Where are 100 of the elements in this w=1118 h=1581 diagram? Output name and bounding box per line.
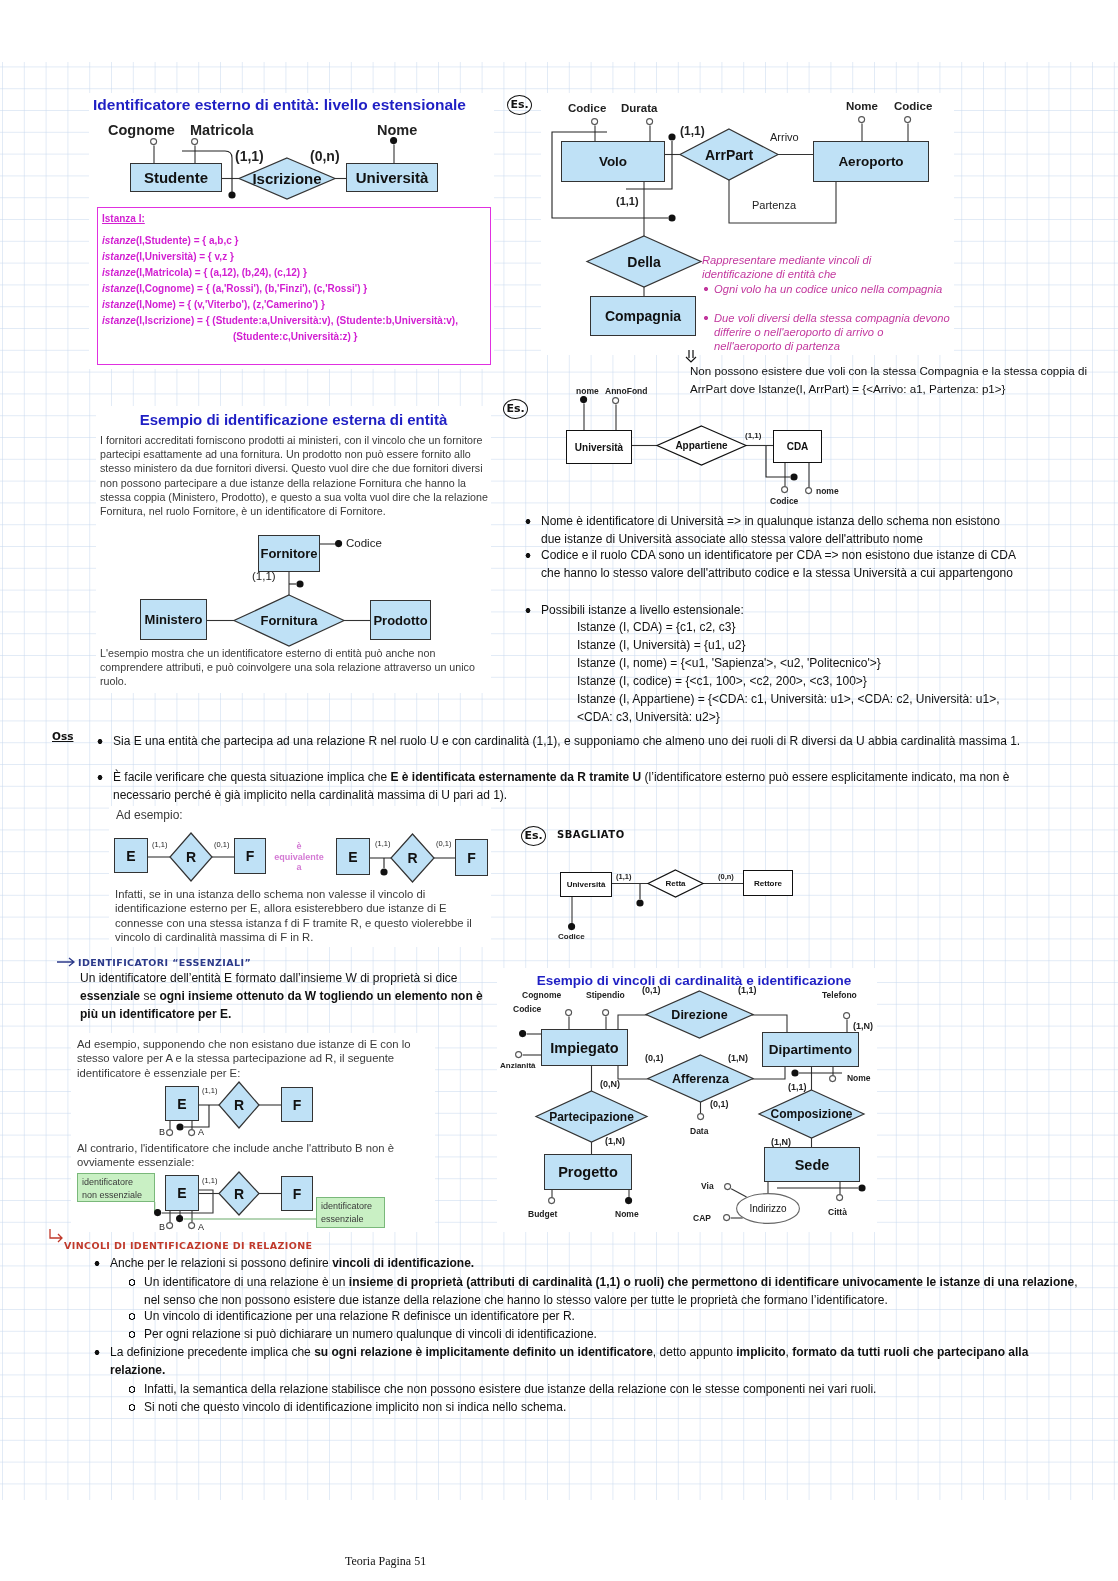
edge-label: (1,N)	[853, 1021, 873, 1031]
entity-name: Impiegato	[550, 1039, 619, 1056]
attribute-name: Stipendio	[586, 990, 625, 1000]
entity-box	[165, 1086, 199, 1121]
connector-line	[161, 1189, 214, 1214]
body-text: Istanze (I, nome) = {<u1, 'Sapienza'>, <u2, 'Politecnico'>}	[577, 655, 882, 672]
connector-line	[643, 286, 645, 297]
connector-line	[153, 145, 155, 164]
connector-line	[583, 403, 585, 431]
attribute-name: Cognome	[522, 990, 562, 1000]
slide-heading: Esempio di identificazione esterna di entità	[138, 411, 449, 429]
connector-line	[551, 1189, 553, 1198]
connector-line	[730, 1217, 744, 1219]
attribute-name: A	[198, 1127, 204, 1137]
entity-name: Dipartimento	[768, 1042, 853, 1057]
connector-line	[191, 1210, 193, 1223]
entity-name: E	[126, 847, 136, 864]
entity-box	[130, 163, 222, 192]
connector-line	[288, 571, 290, 596]
connector-line	[211, 856, 235, 858]
entity-name: Prodotto	[373, 612, 428, 628]
instance-line: istanze(I,Università) = { v,z }	[102, 250, 235, 264]
attribute-name: Nome	[615, 1209, 639, 1219]
connector-line	[258, 1104, 282, 1106]
attribute-name: A	[198, 1222, 204, 1232]
entity-box	[560, 872, 612, 897]
relationship-name: R	[185, 849, 197, 865]
instance-panel	[97, 207, 491, 365]
callout-text: identificatore essenziale	[321, 1201, 373, 1224]
attribute-name: Nome	[846, 100, 878, 112]
slide-heading: Identificatore esterno di entità: livello estensionale	[93, 96, 466, 115]
attribute-name: Codice	[558, 932, 585, 941]
attribute-name: Codice	[568, 102, 607, 114]
attribute-name: Città	[828, 1207, 847, 1217]
entity-box	[281, 1087, 313, 1122]
connector-line	[258, 1192, 282, 1195]
connector-line	[808, 462, 810, 488]
entity-box	[114, 838, 148, 873]
attribute-name: Nome	[847, 1073, 871, 1083]
edge-label: (1,1)	[252, 570, 276, 582]
connector-line	[393, 144, 395, 164]
entity-name: Università	[566, 880, 606, 889]
relationship-name: Fornitura	[260, 613, 318, 628]
relationship-name: Partecipazione	[549, 1109, 634, 1124]
entity-box	[561, 141, 665, 182]
entity-name: Rettore	[754, 878, 782, 888]
entity-name: F	[245, 848, 255, 864]
connector-line	[369, 857, 392, 859]
edge-label: (1,N)	[771, 1137, 791, 1147]
attribute-name: Durata	[621, 102, 658, 114]
edge-label: (1,1)	[680, 124, 705, 138]
entity-name: E	[177, 1185, 187, 1201]
callout-box	[316, 1197, 385, 1228]
edge-label: (1,1)	[745, 431, 762, 440]
relationship-name: Della	[627, 253, 661, 270]
attribute-name: Codice	[346, 537, 382, 549]
connector-line	[730, 1188, 748, 1198]
body-text: Non possono esistere due voli con la stessa Compagnia e la stessa coppia di ArrPart dove Istanze(I, ArrPart) = {<Arrivo: a1, Partenza: p1>}	[690, 363, 1088, 397]
entity-name: Università	[355, 169, 429, 186]
connector-line	[605, 1016, 607, 1030]
entity-box	[346, 163, 438, 192]
instance-line: istanze(I,Studente) = { a,b,c }	[102, 234, 240, 248]
instance-line: istanze(I,Iscrizione) = { (Studente:a,Università:v), (Studente:b,Università:v), (Studente:c,Università:z) }	[102, 314, 459, 344]
connector-line	[832, 1066, 834, 1076]
callout-text: identificatore non essenziale	[82, 1177, 143, 1200]
attribute-name: Nome	[377, 122, 418, 138]
relationship-name: Retta	[665, 879, 686, 888]
attribute-name: B	[159, 1127, 165, 1137]
callout-box	[77, 1173, 155, 1202]
relationship-name: ArrPart	[704, 146, 754, 163]
entity-box	[544, 1154, 632, 1190]
instance-line: istanze(I,Matricola) = { (a,12), (b,24), (c,12) }	[102, 266, 308, 280]
entity-box	[455, 839, 488, 876]
entity-name: E	[348, 848, 358, 865]
attribute-name: Data	[690, 1126, 709, 1136]
relationship-name: R	[407, 850, 418, 866]
entity-name: Aeroporto	[838, 154, 904, 169]
entity-name: Studente	[143, 169, 209, 186]
connector-line	[745, 444, 774, 447]
slide-text: Ad esempio, supponendo che non esistano due istanze di E con lo stesso valore per A e la stessa partecipazione ad R, il seguente identificatore è essenziale per E:	[77, 1037, 412, 1081]
entity-box	[541, 1029, 628, 1066]
edge-label: (0,N)	[600, 1079, 620, 1089]
connector-line	[198, 1104, 220, 1106]
handwritten-heading: IDENTIFICATORI “ESSENZIALI”	[78, 957, 252, 969]
relationship-name: Iscrizione	[252, 170, 322, 187]
body-text: Istanze (I, codice) = {<c1, 100>, <c2, 200>, <c3, 100>}	[577, 673, 868, 690]
handwritten-note: SBAGLIATO	[557, 829, 625, 841]
connector-line	[194, 145, 196, 164]
relationship-name: Appartiene	[675, 440, 728, 451]
connector-line	[631, 444, 658, 447]
edge-label: (0,1)	[710, 1099, 729, 1109]
connector-line	[615, 404, 617, 431]
edge-label: (1,1)	[738, 985, 757, 995]
connector-line	[433, 857, 456, 859]
slide-text: L'esempio mostra che un identificatore esterno di entità può anche non comprendere attributi, e può coinvolgere una sola relazione attraverso un unico ruolo.	[100, 646, 476, 689]
entity-name: E	[177, 1095, 187, 1112]
entity-box	[566, 430, 632, 464]
connector-line	[628, 1189, 630, 1198]
connector-line	[907, 123, 909, 142]
connector-line	[649, 125, 651, 142]
